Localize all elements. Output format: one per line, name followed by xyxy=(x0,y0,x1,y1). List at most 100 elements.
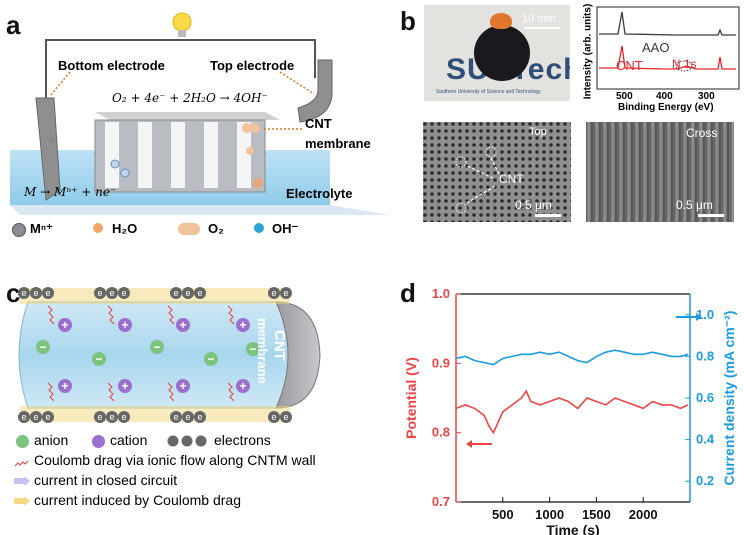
legend-metal-ion: Mⁿ⁺ xyxy=(30,221,53,236)
electron-icon: e xyxy=(182,411,194,423)
logo-flame-icon xyxy=(490,13,512,29)
y-right-tick-label: 0.8 xyxy=(696,348,714,363)
cnt-membrane-block xyxy=(94,112,280,193)
panel-letter-b: b xyxy=(400,6,416,36)
top-electrode-label: Top electrode xyxy=(210,58,295,73)
photo-scale-bar xyxy=(524,27,560,29)
electron-icon: e xyxy=(170,287,182,299)
induced-current-arrow-icon xyxy=(14,496,30,506)
membrane-label-line1: CNT xyxy=(305,116,332,131)
electron-icon: e xyxy=(268,287,280,299)
xps-cnt-label: CNT xyxy=(616,58,643,73)
membrane-label-line2: membrane xyxy=(305,136,371,151)
oxygen-molecule-icon xyxy=(178,223,200,235)
xps-n1s-label: N 1s xyxy=(672,57,697,71)
legend-water: H₂O xyxy=(112,221,138,236)
reaction-top: O₂ + 4e⁻ + 2H₂O → 4OH⁻ xyxy=(112,91,268,105)
legend-electrons: electrons xyxy=(214,432,271,448)
electron-icon: e xyxy=(30,287,42,299)
left-axis-arrowhead xyxy=(466,440,472,448)
electron-icon: e xyxy=(106,287,118,299)
cation-legend-icon xyxy=(92,435,105,448)
x-tick-label: 500 xyxy=(492,507,514,522)
induced-current-band-bottom xyxy=(20,406,290,422)
xps-chart: Intensity (arb. units) AAO CNT N 1s 500 … xyxy=(576,2,742,114)
cnt-tube xyxy=(18,301,291,409)
electron-icon: e xyxy=(18,287,30,299)
electron-icon: e xyxy=(94,287,106,299)
y-axis-right-label: Current density (mA cm⁻²) xyxy=(721,311,737,486)
electron-icon: e xyxy=(170,411,182,423)
membrane-c-line1: CNT xyxy=(271,330,288,361)
y-left-tick-label: 0.9 xyxy=(432,355,450,370)
x-tick-label: 2000 xyxy=(629,507,658,522)
electron-icon: e xyxy=(118,411,130,423)
xps-cnt-line xyxy=(599,45,736,70)
reaction-bottom: M → Mⁿ⁺ + ne⁻ xyxy=(24,185,117,199)
sem-top-image: Top CNT 0.5 μm xyxy=(423,122,571,222)
y-axis-left-label: Potential (V) xyxy=(403,357,419,439)
sem-top-cnt-label: CNT xyxy=(499,172,524,186)
xps-xlabel: Binding Energy (eV) xyxy=(618,102,714,113)
electron-icon: e xyxy=(18,411,30,423)
y-right-tick-label: 0.4 xyxy=(696,432,715,447)
electron-icon: e xyxy=(194,287,206,299)
photo-scale-label: 10 mm xyxy=(522,13,556,25)
legend-oxygen: O₂ xyxy=(208,221,224,236)
sem-top-scale: 0.5 μm xyxy=(515,198,552,212)
cnt-markers xyxy=(455,146,561,217)
x-axis-label: Time (s) xyxy=(546,522,599,535)
right-axis-arrowhead xyxy=(696,313,702,321)
y-left-tick-label: 1.0 xyxy=(432,286,450,301)
y-right-tick-label: 0.2 xyxy=(696,473,714,488)
bath-floor xyxy=(10,205,390,215)
electron-icon: e xyxy=(194,411,206,423)
electrolyte-label: Electrolyte xyxy=(286,186,353,201)
y-right-tick-label: 1.0 xyxy=(696,307,714,322)
y-left-tick-label: 0.8 xyxy=(432,425,450,440)
water-molecule-icon xyxy=(93,223,103,233)
light-bulb-icon xyxy=(172,12,192,37)
sample-photo: SUSTech Southern University of Science a… xyxy=(424,5,570,101)
coulomb-drag-lines xyxy=(47,305,235,402)
x-tick-label: 1000 xyxy=(535,507,564,522)
bottom-electrode-label: Bottom electrode xyxy=(58,58,165,73)
logo-subtitle: Southern University of Science and Techn… xyxy=(436,89,541,95)
legend-hydroxide: OH⁻ xyxy=(272,221,299,236)
y-right-tick-label: 0.6 xyxy=(696,390,714,405)
sem-cross-scale: 0.5 μm xyxy=(676,198,713,212)
potential-series-line xyxy=(455,389,689,435)
electron-row-bottom: e e e e e e e e e e e xyxy=(18,411,298,425)
electron-icon: e xyxy=(182,287,194,299)
legend-a: Mⁿ⁺ H₂O O₂ OH⁻ xyxy=(8,220,368,240)
electron-icon: e xyxy=(42,287,54,299)
xps-aao-label: AAO xyxy=(642,40,670,55)
xps-xtick-500: 500 xyxy=(616,91,633,102)
y-left-tick-label: 0.7 xyxy=(432,494,450,509)
legend-cation: cation xyxy=(110,432,148,448)
legend-c: anion cation electrons Coulomb drag via … xyxy=(14,432,374,532)
tube-end-cap xyxy=(275,301,321,409)
electron-row-top: e e e e e e e e e e e xyxy=(18,287,298,301)
circuit-wire xyxy=(45,39,316,98)
electron-icon: e xyxy=(94,411,106,423)
top-electrode xyxy=(297,59,333,123)
sem-cross-title: Cross xyxy=(686,126,718,140)
electron-icon: e xyxy=(118,287,130,299)
xps-xtick-400: 400 xyxy=(656,91,673,102)
schematic-a xyxy=(10,12,390,215)
sem-top-title: Top xyxy=(529,126,547,138)
induced-current-band-top xyxy=(20,288,290,304)
coulomb-drag-icon xyxy=(14,460,29,467)
sem-cross-image: Cross 0.5 μm xyxy=(586,122,734,222)
xps-xtick-300: 300 xyxy=(698,91,715,102)
hydroxide-icon xyxy=(254,223,264,233)
xps-ylabel: Intensity (arb. units) xyxy=(582,3,594,100)
legend-anion: anion xyxy=(34,432,69,448)
electrons-legend-icon xyxy=(166,434,208,448)
metal-ion-icon xyxy=(12,223,26,237)
panel-letter-d: d xyxy=(400,278,416,308)
panel-letter-a: a xyxy=(6,10,21,40)
electron-icon: e xyxy=(280,287,292,299)
